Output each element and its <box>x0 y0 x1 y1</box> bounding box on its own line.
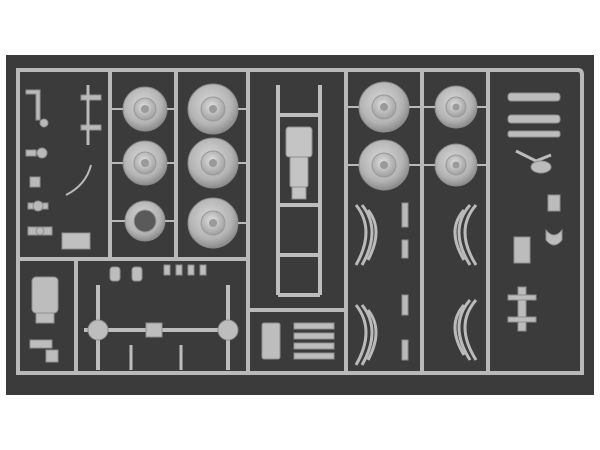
chassis-frame <box>276 85 322 297</box>
tire <box>358 139 410 191</box>
sprue-photo <box>6 55 594 395</box>
tire <box>187 197 239 249</box>
tire <box>187 137 239 189</box>
small-parts-middle <box>401 202 409 361</box>
sprue-gates <box>110 106 488 224</box>
fuel-tank-parts <box>261 322 335 360</box>
leaf-springs <box>354 204 478 366</box>
axle-assembly <box>29 264 239 370</box>
tire <box>122 86 168 132</box>
tire <box>434 143 478 187</box>
small-parts-right <box>507 92 563 332</box>
tire <box>434 85 478 129</box>
sprue-frame <box>16 68 584 375</box>
tire <box>122 140 168 186</box>
tire <box>124 200 166 242</box>
engine-block <box>285 126 313 200</box>
tire <box>187 83 239 135</box>
small-parts-left <box>25 85 102 250</box>
tire <box>358 81 410 133</box>
